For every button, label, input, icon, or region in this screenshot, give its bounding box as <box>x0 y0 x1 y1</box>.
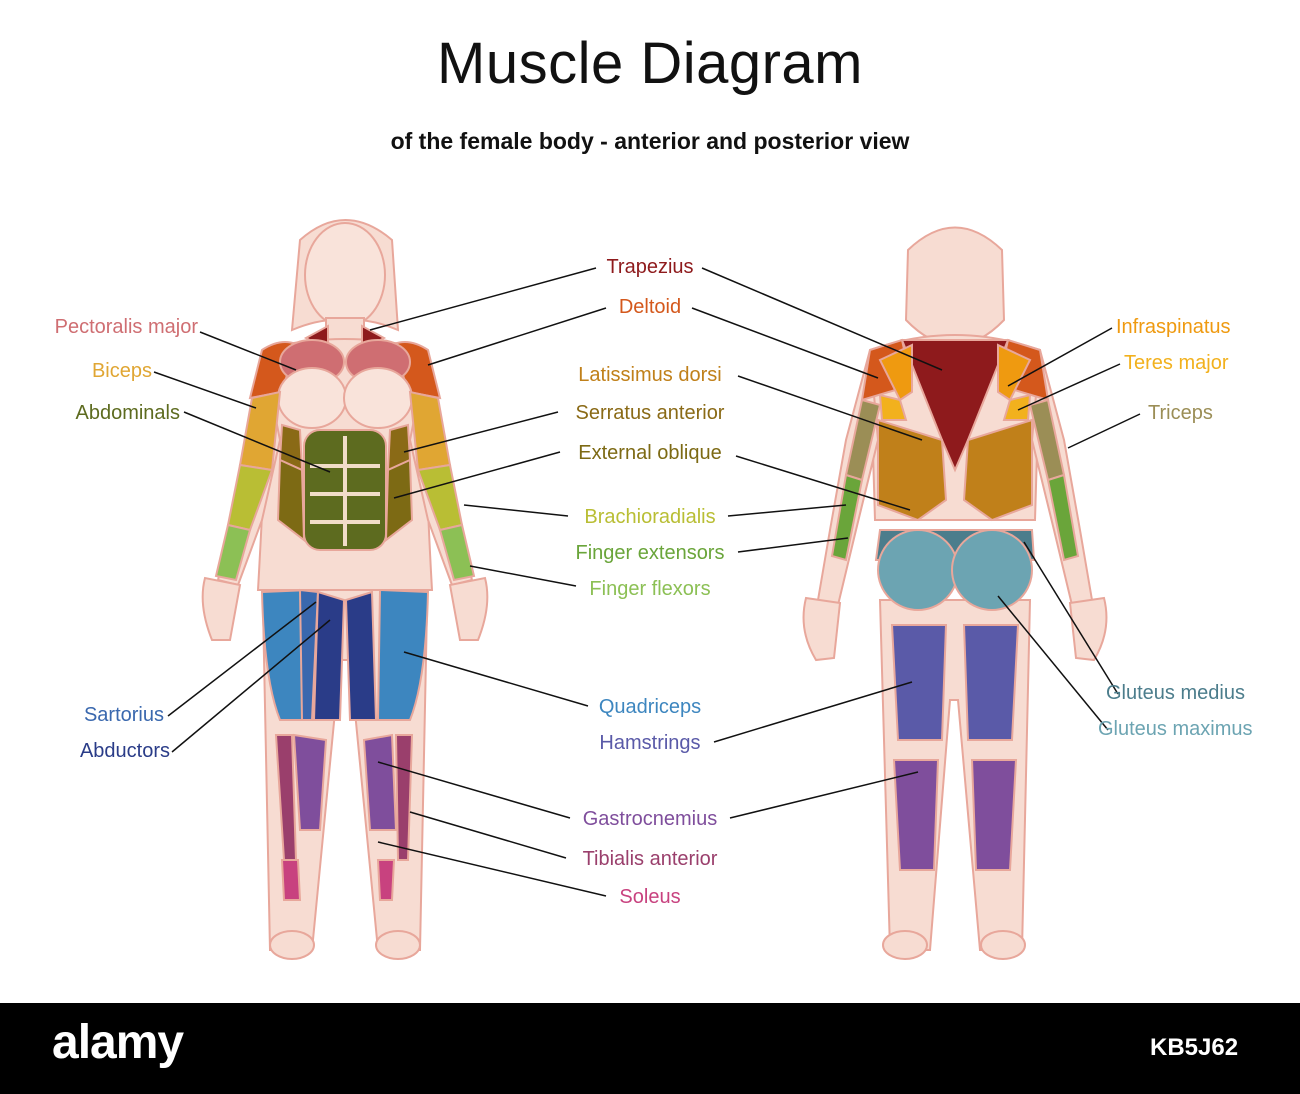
leader-lines <box>153 267 1141 897</box>
label-abdominals: Abdominals <box>75 402 180 424</box>
leader-brachio-front <box>463 504 569 517</box>
front-soleus-left <box>280 859 302 901</box>
diagram-title: Muscle Diagram <box>437 31 863 96</box>
back-hair <box>904 226 1006 347</box>
alamy-wordmark: alamy <box>52 1016 184 1069</box>
front-quadriceps-right <box>376 588 430 721</box>
label-brachioradialis: Brachioradialis <box>584 506 716 528</box>
leader-deltoid-back <box>691 307 879 379</box>
back-teres-major-left <box>878 393 908 421</box>
front-right-foot <box>375 930 421 960</box>
front-face <box>304 222 386 328</box>
front-gastrocnemius-right <box>362 733 398 831</box>
back-left-foot <box>882 930 928 960</box>
leader-oblique-front <box>393 451 561 499</box>
leader-gluteus-maximus <box>997 595 1109 731</box>
front-breast-left <box>277 367 347 429</box>
label-serratus-anterior: Serratus anterior <box>575 402 725 424</box>
label-soleus: Soleus <box>619 886 681 908</box>
back-right-hand <box>1068 596 1108 662</box>
front-finger-flexors-right <box>438 523 476 582</box>
label-gastrocnemius: Gastrocnemius <box>582 808 718 830</box>
back-hamstrings-right <box>962 624 1020 741</box>
back-latissimus-right <box>962 418 1033 522</box>
label-pectoralis-major: Pectoralis major <box>54 316 198 338</box>
label-latissimus-dorsi: Latissimus dorsi <box>578 364 722 386</box>
label-finger-flexors: Finger flexors <box>589 578 711 600</box>
leader-biceps <box>153 371 257 409</box>
front-soleus-right <box>376 859 396 901</box>
label-finger-extensors: Finger extensors <box>575 542 725 564</box>
back-right-foot <box>980 930 1026 960</box>
front-tibialis-right <box>394 734 414 861</box>
back-left-hand <box>802 596 842 662</box>
leader-soleus <box>377 841 607 897</box>
label-hamstrings: Hamstrings <box>599 732 701 754</box>
leader-trapezius-front <box>369 267 597 331</box>
label-deltoid: Deltoid <box>618 296 682 318</box>
leader-extensors <box>737 537 849 553</box>
label-abductors: Abductors <box>79 740 170 762</box>
label-gluteus-medius: Gluteus medius <box>1106 682 1245 704</box>
leader-serratus <box>403 411 559 453</box>
front-external-oblique-left <box>276 458 306 543</box>
leader-abdominals <box>183 411 331 473</box>
leader-deltoid-front <box>427 307 607 366</box>
label-infraspinatus: Infraspinatus <box>1116 316 1231 338</box>
front-biceps-right <box>408 390 452 472</box>
label-teres-major: Teres major <box>1124 352 1229 374</box>
leader-trapezius-back <box>701 267 943 371</box>
front-breast-right <box>343 367 413 429</box>
leader-oblique-back <box>735 455 911 511</box>
back-gastrocnemius-right <box>970 759 1018 871</box>
label-gluteus-maximus: Gluteus maximus <box>1098 718 1253 740</box>
front-abductors-left <box>312 590 346 721</box>
label-external-oblique: External oblique <box>578 442 722 464</box>
leader-tibialis <box>409 811 567 859</box>
leader-latissimus <box>737 375 923 441</box>
diagram-subtitle: of the female body - anterior and poster… <box>390 128 910 154</box>
leader-triceps <box>1067 413 1141 449</box>
back-trapezius <box>900 339 1010 473</box>
stock-id: KB5J62 <box>1150 1034 1239 1061</box>
front-right-hand <box>448 576 489 641</box>
front-external-oblique-right <box>384 458 414 543</box>
label-quadriceps: Quadriceps <box>598 696 702 718</box>
front-body <box>201 219 489 960</box>
label-triceps: Triceps <box>1148 402 1213 424</box>
leader-abductors <box>171 619 331 753</box>
leader-sartorius <box>167 601 317 717</box>
leader-quadriceps <box>403 651 589 707</box>
front-left-hand <box>201 576 242 641</box>
label-sartorius: Sartorius <box>83 704 164 726</box>
back-gastrocnemius-left <box>892 759 940 871</box>
front-sartorius-left <box>298 588 320 721</box>
front-finger-flexors-left <box>214 523 252 582</box>
leader-flexors <box>469 565 577 587</box>
back-extensors-right <box>1046 473 1080 562</box>
front-gastrocnemius-left <box>292 733 328 831</box>
back-gluteus-maximus-left <box>877 529 959 611</box>
leader-gluteus-medius <box>1023 541 1119 695</box>
front-left-foot <box>269 930 315 960</box>
back-latissimus-left <box>877 418 948 522</box>
back-teres-major-right <box>1002 393 1032 421</box>
leader-teres-major <box>1017 363 1121 411</box>
front-abductors-right <box>344 590 378 721</box>
leader-gastrocnemius-back <box>729 771 919 819</box>
back-body <box>802 226 1108 960</box>
leader-gastrocnemius-front <box>377 761 571 819</box>
leader-hamstrings <box>713 681 913 743</box>
label-tibialis-anterior: Tibialis anterior <box>582 848 718 870</box>
label-trapezius: Trapezius <box>606 256 694 278</box>
back-hamstrings-left <box>890 624 948 741</box>
back-gluteus-maximus-right <box>951 529 1033 611</box>
leader-brachio-back <box>727 504 847 517</box>
leader-pectoralis <box>199 331 297 371</box>
watermark-bar <box>0 1003 1300 1094</box>
label-biceps: Biceps <box>91 360 152 382</box>
leader-infraspinatus <box>1007 327 1113 387</box>
